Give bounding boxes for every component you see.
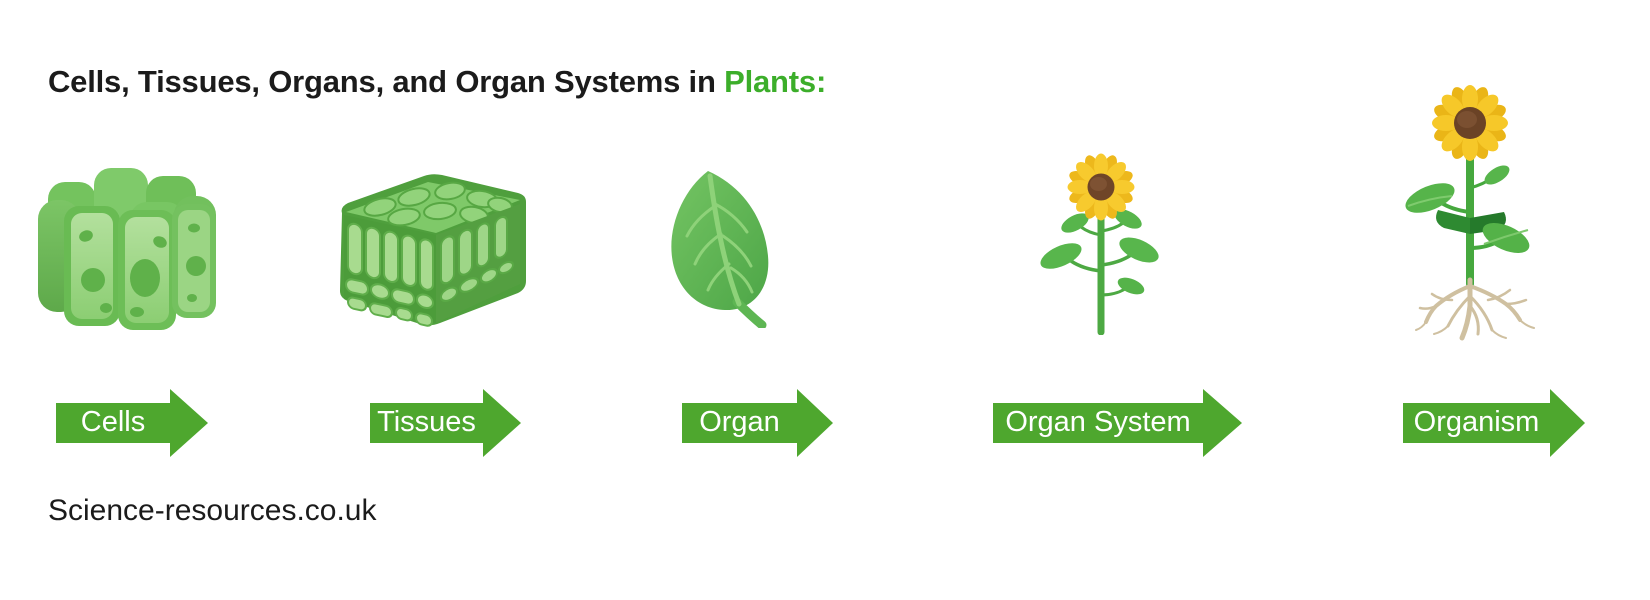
arrow-label-tissues: Tissues — [377, 405, 476, 438]
arrow-label-organism: Organism — [1413, 405, 1540, 438]
website-credit: Science-resources.co.uk — [48, 494, 377, 527]
arrow-right-icon — [1550, 389, 1585, 457]
whole-plant-icon — [1405, 85, 1535, 341]
plant-cells-icon — [38, 168, 216, 330]
arrow-tissues: Tissues — [370, 389, 521, 457]
arrow-tissues-body: Tissues — [370, 403, 483, 443]
arrow-right-icon — [797, 389, 833, 457]
arrow-right-icon — [170, 389, 208, 457]
page-title: Cells, Tissues, Organs, and Organ System… — [48, 63, 827, 99]
plant-tissue-icon — [340, 174, 526, 327]
title-highlight: Plants: — [724, 63, 827, 99]
arrow-organ-system: Organ System — [993, 389, 1242, 457]
arrow-organism-body: Organism — [1403, 403, 1550, 443]
leaf-illustration — [663, 168, 788, 333]
arrow-organ-system-body: Organ System — [993, 403, 1203, 443]
plant-cells-illustration — [36, 160, 218, 337]
title-text: Cells, Tissues, Organs, and Organ System… — [48, 63, 725, 99]
arrow-cells-body: Cells — [56, 403, 170, 443]
arrow-cells: Cells — [56, 389, 208, 457]
whole-plant-illustration — [1392, 72, 1552, 355]
arrow-organ: Organ — [682, 389, 833, 457]
arrow-right-icon — [1203, 389, 1242, 457]
shoot-system-illustration — [1025, 149, 1180, 340]
arrow-label-organ-system: Organ System — [1005, 405, 1191, 438]
arrow-organ-body: Organ — [682, 403, 797, 443]
plant-tissue-illustration — [332, 163, 532, 335]
arrow-label-cells: Cells — [80, 405, 146, 438]
sunflower-shoot-icon — [1040, 153, 1159, 336]
arrow-right-icon — [483, 389, 521, 457]
leaf-icon — [671, 171, 769, 330]
arrow-label-organ: Organ — [699, 405, 780, 438]
arrow-organism: Organism — [1403, 389, 1585, 457]
